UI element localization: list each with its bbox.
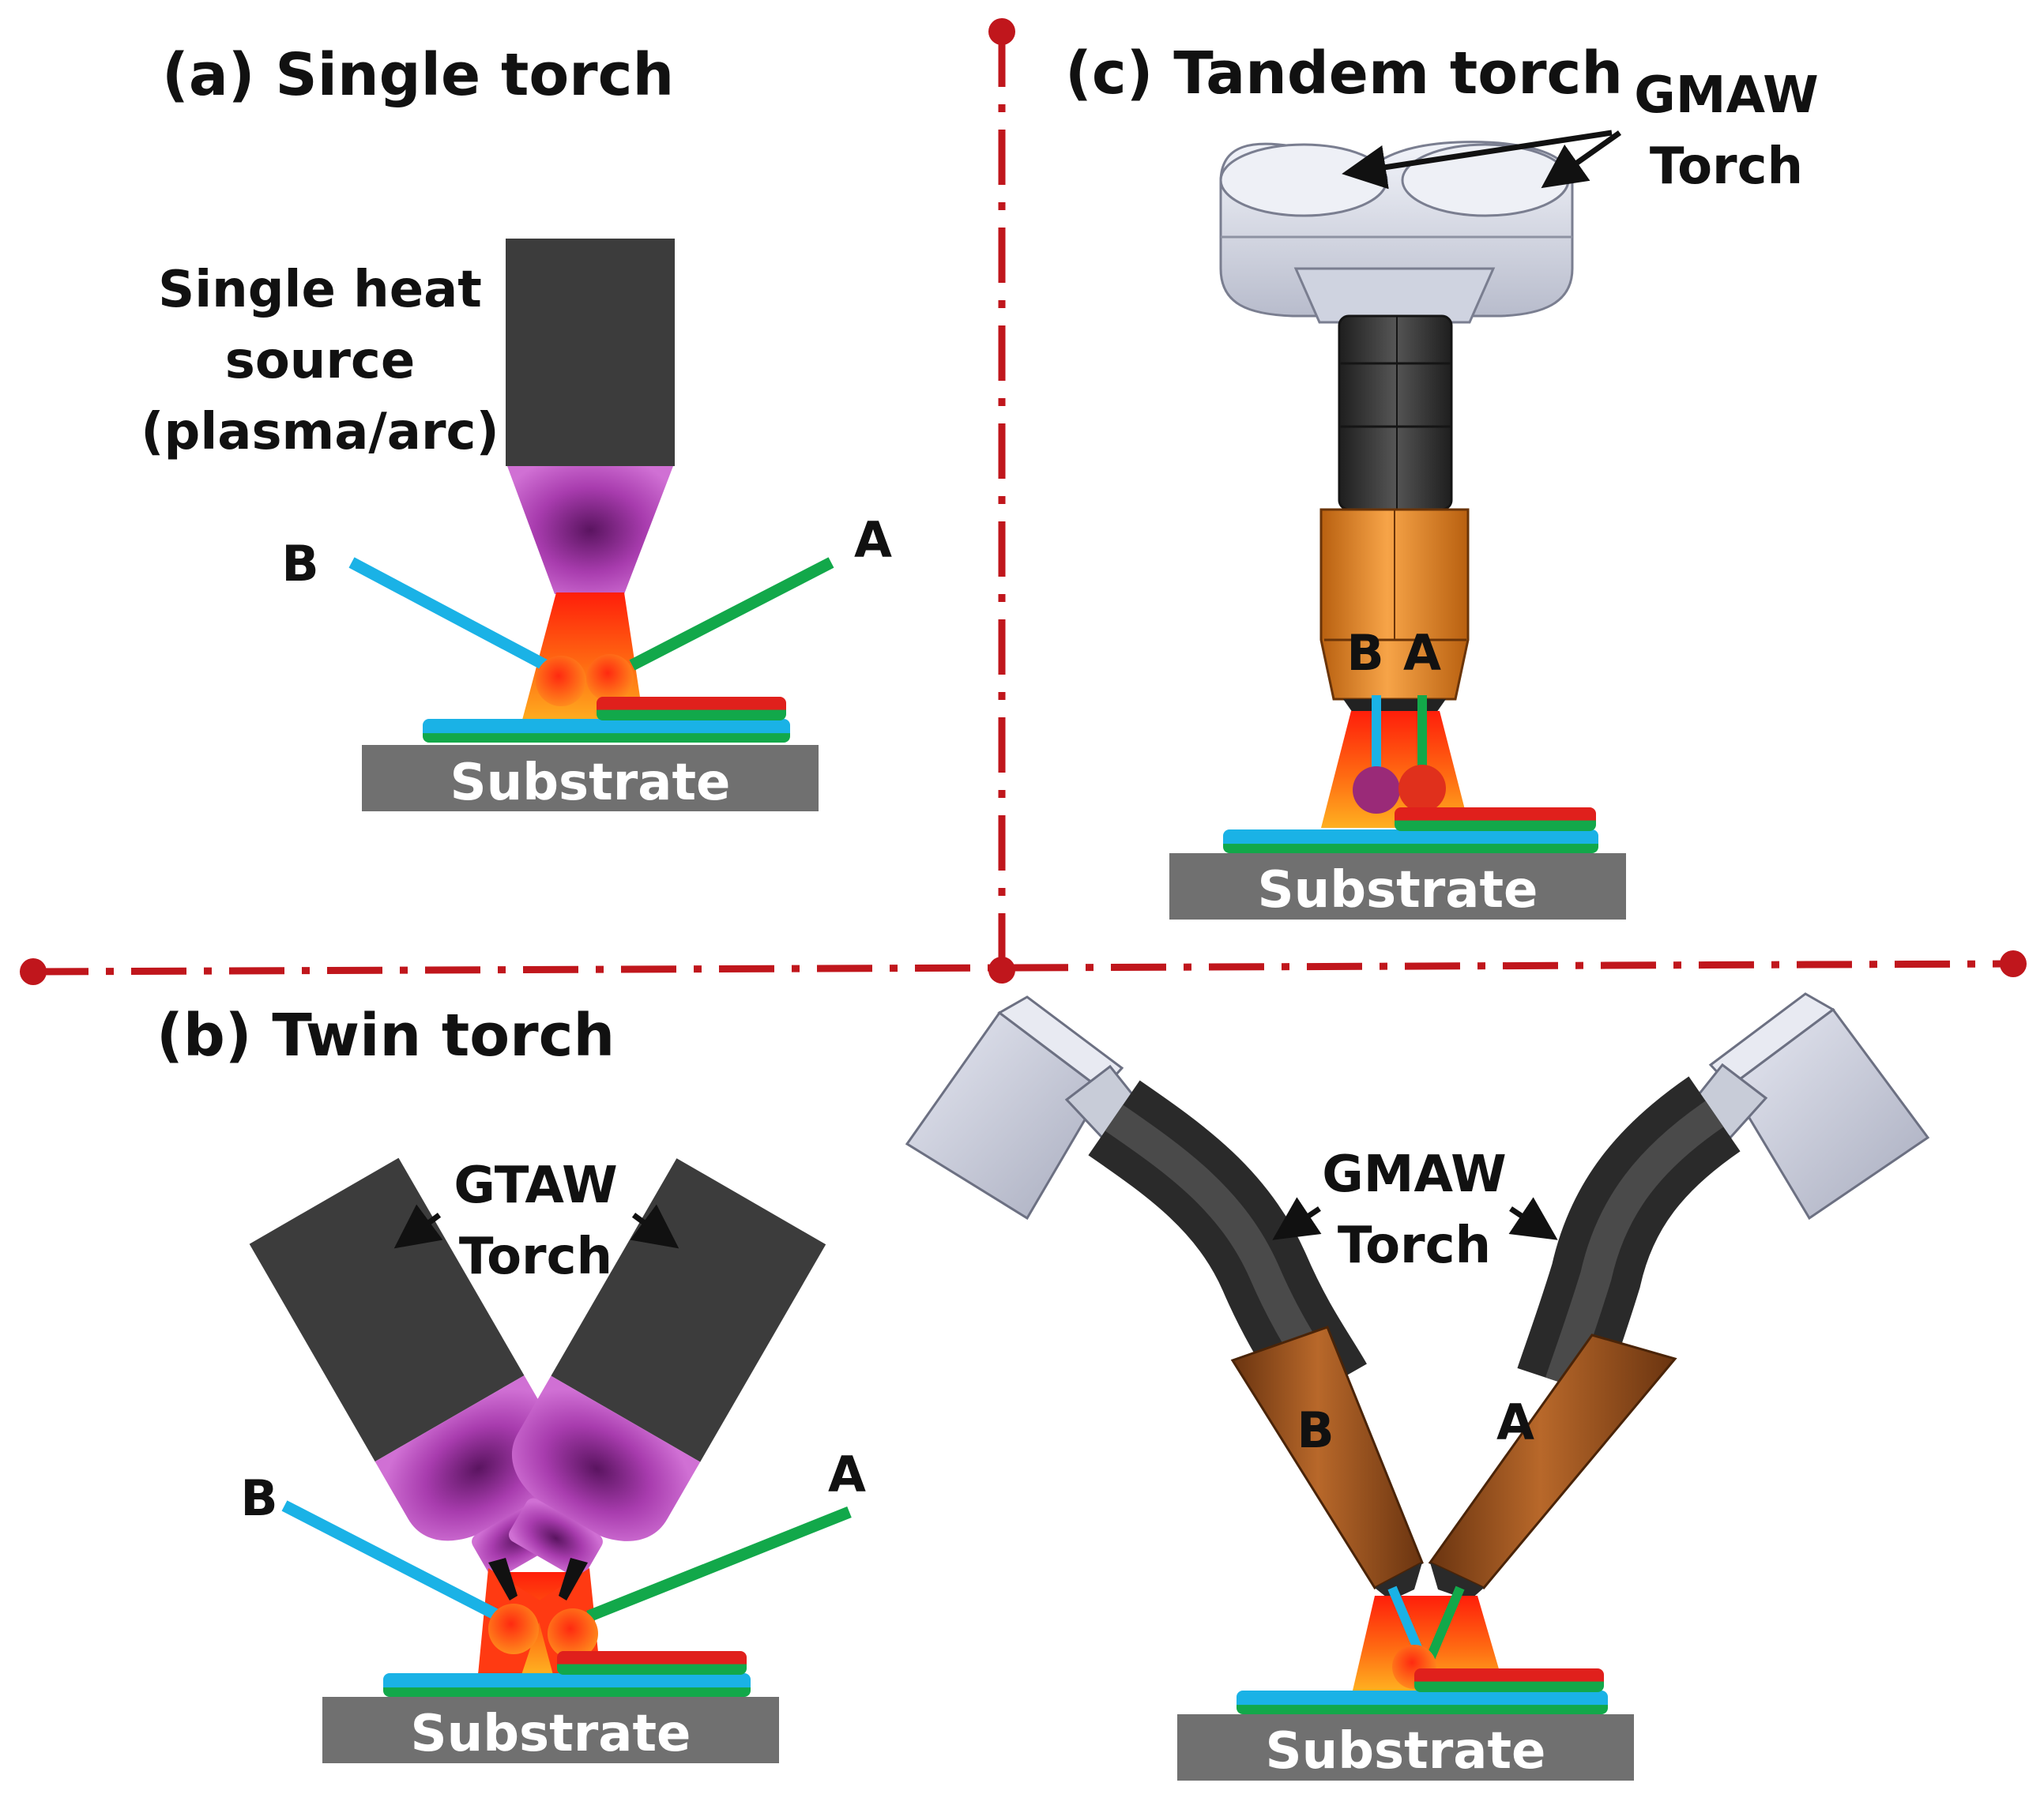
tandem-droplet-b — [1353, 766, 1400, 814]
gmaw-nozzle-a-label: A — [1496, 1394, 1534, 1451]
tandem-droplet-a — [1398, 765, 1446, 812]
divider-dot-right — [2000, 950, 2027, 977]
twin-wire-b — [281, 1500, 503, 1622]
tandem-contact-tip — [1343, 699, 1446, 713]
heat-source-label-line2: source — [225, 332, 416, 390]
wire-b — [348, 557, 548, 671]
tandem-housing-bump-right — [1401, 143, 1570, 217]
substrate-b — [322, 1697, 779, 1763]
gmaw-label-line1: GMAW — [1322, 1145, 1506, 1204]
panel-twin-gmaw: GMAW Torch B A — [905, 992, 1930, 1781]
tandem-torch-label-line1: GMAW — [1634, 66, 1818, 125]
gmaw-arrow-right — [1508, 1197, 1558, 1240]
horizontal-divider — [32, 960, 2014, 976]
tandem-gooseneck — [1338, 314, 1453, 511]
heat-source-label-line3: (plasma/arc) — [141, 403, 499, 461]
tandem-bead-layer-1 — [1223, 829, 1598, 853]
panel-twin-torch: (b) Twin torch GTAW Torch B A Substr — [156, 1002, 866, 1763]
gtaw-label-line2: Torch — [459, 1228, 612, 1286]
substrate-b-label: Substrate — [411, 1705, 691, 1763]
gtaw-label-line1: GTAW — [454, 1157, 617, 1215]
droplet-a — [586, 654, 634, 702]
tandem-arrow-left — [1342, 130, 1613, 190]
gmaw-left-box-top — [997, 995, 1124, 1093]
gmaw-right-box-top — [1708, 992, 1835, 1089]
divider-dot-top — [988, 18, 1015, 45]
gmaw-right-nozzle-tip — [1430, 1563, 1484, 1600]
twin-bead-layer-1 — [383, 1673, 751, 1697]
twin-wire-b-label: B — [240, 1469, 277, 1527]
wire-b-label: B — [281, 535, 318, 592]
gmaw-label-line2: Torch — [1338, 1217, 1491, 1275]
gmaw-wire-a — [1425, 1585, 1465, 1661]
tandem-housing-bump-left — [1219, 143, 1388, 217]
gmaw-bead-layer-1 — [1237, 1691, 1608, 1714]
gmaw-nozzle-b-label: B — [1297, 1401, 1334, 1459]
gtaw-arrow-right — [630, 1204, 679, 1249]
bead-layer-2 — [597, 697, 786, 720]
tandem-housing-neck — [1293, 267, 1496, 324]
gmaw-right-hose-highlight — [1545, 1100, 1724, 1388]
gtaw-right-cup — [511, 1375, 701, 1541]
twin-wire-a — [586, 1506, 852, 1622]
panel-b-title: (b) Twin torch — [156, 1002, 615, 1070]
substrate-d-label: Substrate — [1266, 1722, 1546, 1781]
electrode-right — [559, 1558, 588, 1600]
heat-source-label-line1: Single heat — [158, 261, 482, 319]
gtaw-torch-right — [508, 1158, 826, 1578]
substrate-a — [362, 745, 819, 811]
substrate-d — [1177, 1714, 1634, 1781]
electrode-left — [488, 1558, 518, 1600]
panel-a-title: (a) Single torch — [162, 41, 674, 109]
twin-bead-layer-2 — [557, 1651, 747, 1675]
panel-dividers — [20, 18, 2027, 985]
twin-droplet-a — [548, 1608, 598, 1659]
single-torch-body — [506, 239, 675, 466]
gtaw-left-body — [249, 1157, 525, 1462]
wire-a-label: A — [854, 511, 892, 569]
twin-droplet-b — [488, 1604, 539, 1654]
gmaw-bead-layer-2 — [1414, 1668, 1604, 1692]
divider-dot-left — [20, 958, 47, 985]
panel-single-torch: (a) Single torch Single heat source (pla… — [141, 41, 892, 812]
wire-a — [629, 557, 834, 671]
tandem-bead-layer-2 — [1395, 807, 1596, 831]
bead-layer-1 — [423, 719, 790, 743]
substrate-c — [1169, 853, 1626, 920]
tandem-arrow-right — [1541, 130, 1622, 189]
divider-dot-center — [988, 957, 1015, 984]
panel-c-title: (c) Tandem torch — [1065, 39, 1623, 107]
gmaw-torch-right: A — [1428, 992, 1930, 1600]
gtaw-right-collet — [508, 1498, 603, 1578]
tandem-wire-a-label: A — [1403, 624, 1441, 682]
twin-wire-a-label: A — [828, 1446, 866, 1503]
gtaw-left-cup — [375, 1375, 564, 1541]
single-plasma-cone — [507, 466, 673, 594]
gmaw-arc-flame — [1353, 1596, 1505, 1691]
panel-tandem-torch: (c) Tandem torch GMAW Torch B A Substrat… — [1065, 39, 1819, 920]
gtaw-right-body — [551, 1158, 826, 1462]
droplet-b — [536, 656, 586, 706]
gmaw-arrow-left — [1272, 1197, 1322, 1240]
tandem-torch-label-line2: Torch — [1650, 137, 1803, 196]
tandem-wire-b-label: B — [1346, 624, 1383, 682]
substrate-c-label: Substrate — [1258, 861, 1538, 920]
gmaw-torch-left: B — [905, 995, 1424, 1600]
gtaw-arrow-left — [393, 1204, 443, 1249]
substrate-a-label: Substrate — [450, 754, 731, 812]
gmaw-left-nozzle-tip — [1375, 1563, 1422, 1600]
